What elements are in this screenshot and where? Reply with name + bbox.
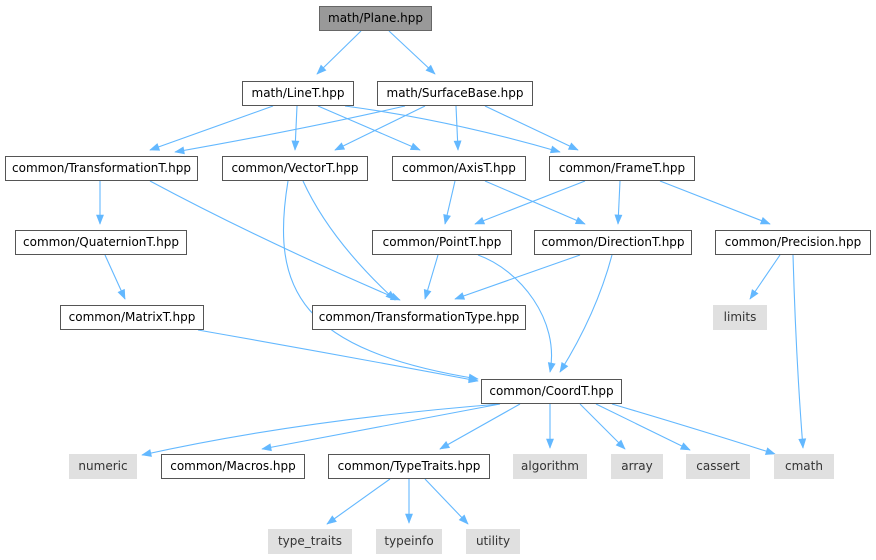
edge-transformation-to-transtype [149,180,401,301]
arrowhead-frame-to-precision [759,216,771,225]
arrowhead-line-to-vector [291,140,300,151]
arrowhead-line-to-transformation [149,143,161,151]
arrowhead-coord-to-array [615,439,626,450]
edge-plane-to-surface [388,30,436,75]
edge-line-to-axis [317,105,421,151]
edge-line-to-transformation [149,105,274,151]
edge-typetraits-to-utility [424,478,469,525]
edge-typetraits-to-type_traits [326,478,391,525]
edge-surface-to-transformation [174,105,406,153]
node-common-precision[interactable]: common/Precision.hpp [715,230,871,255]
node-array: array [611,454,663,479]
edge-surface-to-vector [334,105,426,151]
node-common-vectort[interactable]: common/VectorT.hpp [222,156,368,181]
arrowhead-point-to-transtype [423,288,432,300]
arrowhead-coord-to-cassert [679,442,691,451]
arrowhead-frame-to-direction [614,214,623,225]
node-common-macros[interactable]: common/Macros.hpp [161,454,305,479]
edge-coord-to-typetraits [439,403,521,450]
edge-matrix-to-coord [197,329,479,382]
edge-axis-to-direction [484,180,586,225]
arrowhead-precision-to-limits [749,289,759,300]
edge-surface-to-frame [484,105,579,151]
node-common-framet[interactable]: common/FrameT.hpp [549,156,695,181]
node-algorithm: algorithm [513,454,587,479]
arrowhead-line-to-axis [409,142,421,151]
arrowhead-typetraits-to-typeinfo [405,513,413,524]
arrowhead-axis-to-direction [574,216,586,225]
node-cassert: cassert [686,454,750,479]
edge-precision-to-cmath [792,254,804,449]
arrowhead-coord-to-typetraits [439,441,451,450]
node-limits: limits [713,305,767,330]
edge-line-to-frame [344,105,561,153]
edge-coord-to-numeric [141,403,501,456]
edge-frame-to-precision [659,180,771,225]
arrowhead-axis-to-point [443,214,451,225]
arrowhead-plane-to-surface [425,64,436,75]
node-type-traits: type_traits [268,529,352,554]
node-common-directiont[interactable]: common/DirectionT.hpp [534,230,692,255]
edge-vector-to-transtype [302,180,396,301]
edge-plane-to-line [316,30,362,75]
node-math-surfacebase[interactable]: math/SurfaceBase.hpp [377,81,533,106]
node-common-transformationtype[interactable]: common/TransformationType.hpp [312,305,526,330]
arrowhead-surface-to-axis [453,140,462,151]
arrowhead-quaternion-to-matrix [117,288,126,300]
edge-direction-to-coord [559,254,613,373]
arrowhead-coord-to-numeric [141,449,152,457]
node-common-axist[interactable]: common/AxisT.hpp [392,156,526,181]
arrowhead-typetraits-to-utility [458,514,469,525]
node-common-matrixt[interactable]: common/MatrixT.hpp [60,305,204,330]
edge-point-to-coord [477,254,552,373]
node-common-typetraits[interactable]: common/TypeTraits.hpp [328,454,490,479]
edge-vector-to-coord [282,180,479,380]
edge-coord-to-array [579,403,626,450]
node-utility: utility [466,529,520,554]
edge-direction-to-transtype [454,254,581,300]
arrowhead-line-to-frame [549,145,561,154]
node-math-plane[interactable]: math/Plane.hpp [319,6,432,31]
arrowhead-plane-to-line [316,64,327,75]
arrowhead-matrix-to-coord [468,375,479,384]
node-common-pointt[interactable]: common/PointT.hpp [372,230,512,255]
edge-coord-to-cmath [611,403,776,455]
arrowhead-frame-to-point [474,216,486,225]
edge-coord-to-macros [261,403,501,450]
node-typeinfo: typeinfo [376,529,442,554]
arrowhead-typetraits-to-type_traits [326,515,337,525]
node-math-linet[interactable]: math/LineT.hpp [242,81,354,106]
node-common-quaterniont[interactable]: common/QuaternionT.hpp [15,230,187,255]
node-common-coordt[interactable]: common/CoordT.hpp [481,379,622,404]
arrowhead-coord-to-algorithm [546,438,554,449]
edge-coord-to-cassert [595,403,691,451]
arrowhead-point-to-coord [547,362,556,373]
arrowhead-precision-to-cmath [798,438,807,449]
node-common-transformationt[interactable]: common/TransformationT.hpp [5,156,198,181]
node-numeric: numeric [69,454,137,479]
node-cmath: cmath [774,454,834,479]
arrowhead-surface-to-frame [567,142,579,151]
edge-frame-to-point [474,180,586,225]
arrowhead-direction-to-transtype [454,292,466,300]
arrowhead-direction-to-coord [559,362,569,373]
arrowhead-vector-to-transtype [385,290,396,301]
arrowhead-coord-to-cmath [764,447,776,455]
arrowhead-transformation-to-quaternion [96,214,104,225]
arrowhead-surface-to-transformation [174,146,185,155]
arrowhead-coord-to-macros [261,443,272,452]
arrowhead-surface-to-vector [334,142,346,151]
